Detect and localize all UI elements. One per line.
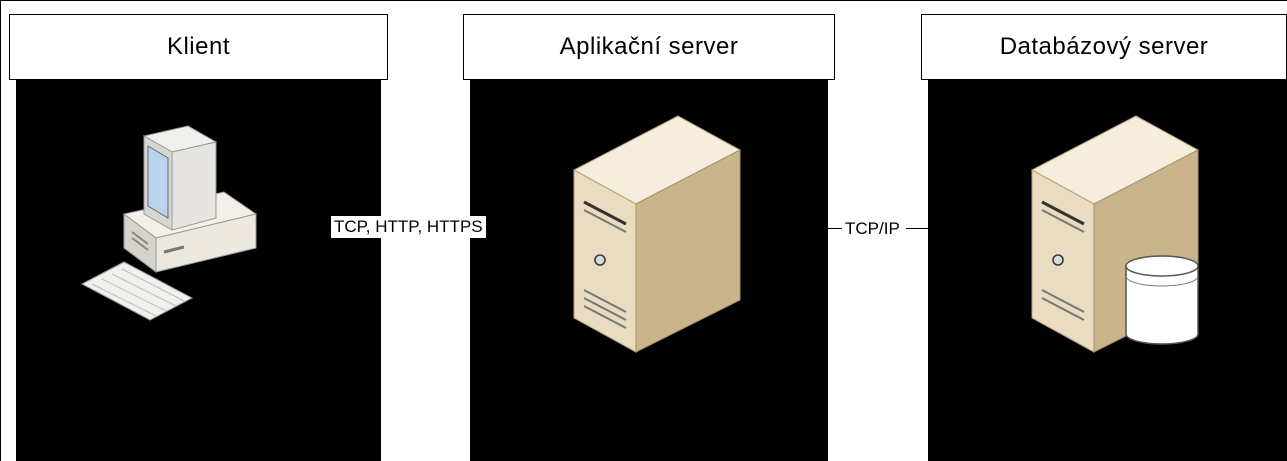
client-title: Klient	[9, 14, 388, 80]
database-server-icon	[1030, 115, 1200, 353]
desktop-computer-icon	[80, 125, 258, 321]
connection-label-client-app: TCP, HTTP, HTTPS	[331, 216, 486, 238]
client-panel: Klient	[9, 14, 388, 461]
connection-label-app-db: TCP/IP	[842, 218, 903, 240]
app-server-title: Aplikační server	[463, 14, 835, 80]
db-server-panel: Databázový server	[921, 14, 1287, 461]
app-server-panel: Aplikační server	[463, 14, 835, 461]
connector-line	[906, 228, 928, 229]
database-cylinder-icon	[1125, 255, 1199, 345]
connector-line	[828, 228, 842, 229]
db-server-title: Databázový server	[921, 14, 1287, 80]
server-tower-icon	[572, 115, 742, 353]
